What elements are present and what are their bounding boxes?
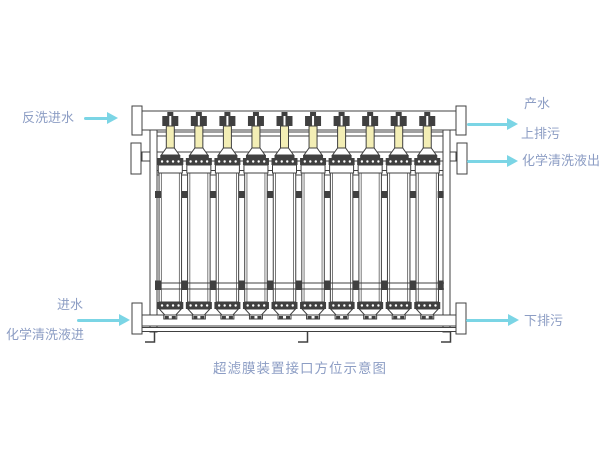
product-upper-drain-arrow — [467, 117, 518, 131]
arrow-head-icon — [107, 111, 118, 124]
chem-header-pipe — [130, 142, 468, 175]
arrow-shaft — [467, 122, 509, 126]
label-product-water: 产水 — [524, 96, 551, 111]
label-lower-drain: 下排污 — [524, 313, 564, 328]
bottom-header-pipe — [131, 302, 467, 335]
arrow-head-icon — [507, 154, 518, 167]
backwash-in-arrow — [84, 111, 118, 125]
base-frame — [141, 327, 457, 343]
label-backwash-in: 反洗进水 — [22, 110, 75, 125]
arrow-head-icon — [507, 117, 518, 130]
arrow-head-icon — [119, 313, 130, 326]
arrow-head-icon — [508, 313, 519, 326]
label-chem-clean-out: 化学清洗液出 — [522, 153, 600, 168]
module-overlays — [155, 191, 444, 290]
feed-in-arrow — [77, 313, 130, 327]
arrow-shaft — [467, 159, 509, 163]
membrane-modules — [157, 112, 441, 320]
arrow-shaft — [77, 318, 121, 322]
top-header-pipe — [131, 105, 467, 136]
arrow-shaft — [466, 318, 510, 322]
diagram-caption: 超滤膜装置接口方位示意图 — [213, 361, 387, 376]
arrow-shaft — [84, 116, 109, 120]
label-upper-drain: 上排污 — [521, 126, 561, 141]
lower-drain-arrow — [466, 313, 519, 327]
chem-clean-out-arrow — [467, 154, 518, 168]
label-chem-clean-in: 化学清洗液进 — [6, 327, 85, 342]
label-feed-in: 进水 — [57, 297, 84, 312]
